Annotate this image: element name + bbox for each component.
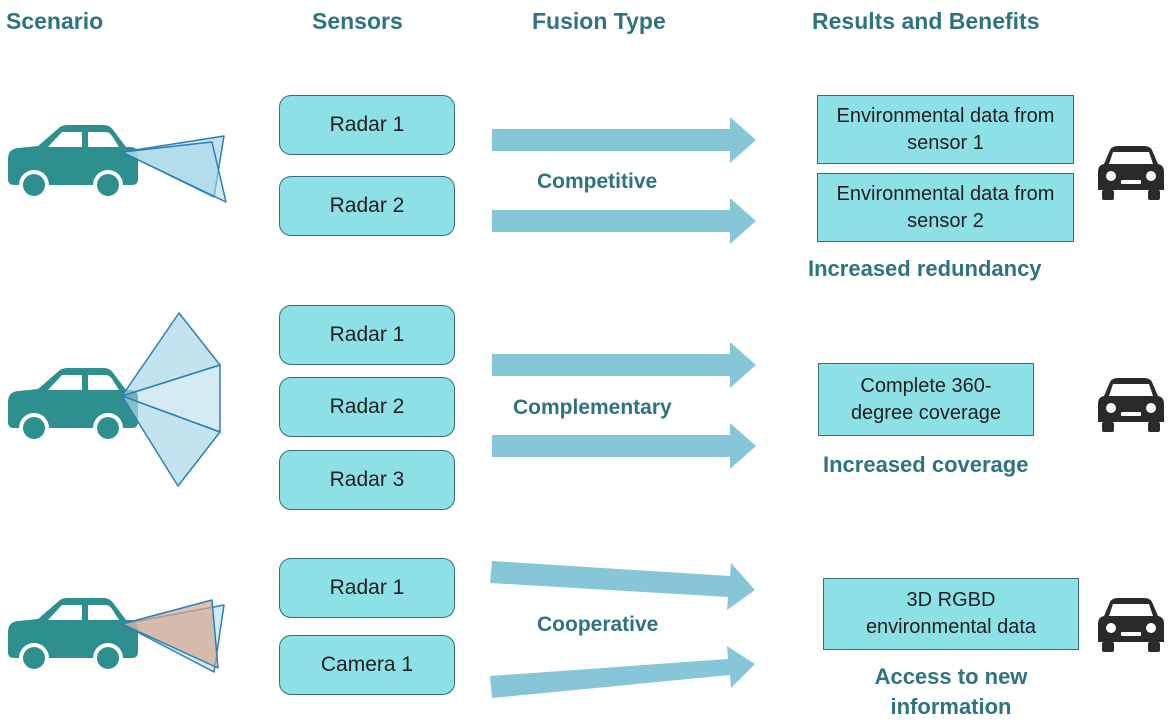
sensor-box-radar-3: Radar 3	[279, 450, 455, 510]
arrow-icon	[492, 198, 756, 244]
header-fusion-type: Fusion Type	[532, 8, 666, 34]
radar-beam-icon	[121, 135, 227, 203]
sensor-box-radar-1: Radar 1	[279, 558, 455, 618]
arrow-icon	[490, 646, 755, 698]
arrow-icon	[492, 423, 756, 469]
benefit-label: Access to new information	[874, 664, 1028, 719]
header-scenario: Scenario	[6, 8, 104, 34]
camera-beam-icon	[121, 599, 219, 669]
result-box: 3D RGBD environmental data	[823, 578, 1079, 650]
car-front-icon	[1098, 378, 1164, 432]
sensor-box-camera-1: Camera 1	[279, 635, 455, 695]
arrow-icon	[492, 117, 756, 163]
car-icon	[8, 598, 138, 673]
benefit-label: Increased redundancy	[808, 256, 1042, 281]
sensor-box-radar-2: Radar 2	[279, 176, 455, 236]
radar-beam-icon	[121, 312, 221, 487]
arrow-icon	[490, 561, 755, 610]
arrow-icon	[492, 342, 756, 388]
car-icon	[8, 125, 138, 200]
header-sensors: Sensors	[312, 8, 403, 34]
result-box: Complete 360-degree coverage	[818, 363, 1034, 436]
result-box: Environmental data from sensor 1	[817, 95, 1074, 164]
car-icon	[8, 368, 138, 443]
fusion-type-label: Cooperative	[537, 613, 659, 636]
sensor-box-radar-1: Radar 1	[279, 305, 455, 365]
benefit-label: Increased coverage	[823, 452, 1029, 477]
car-front-icon	[1098, 146, 1164, 200]
sensor-box-radar-1: Radar 1	[279, 95, 455, 155]
car-front-icon	[1098, 598, 1164, 652]
fusion-type-label: Complementary	[513, 396, 672, 419]
result-box: Environmental data from sensor 2	[817, 173, 1074, 242]
sensor-box-radar-2: Radar 2	[279, 377, 455, 437]
fusion-type-label: Competitive	[537, 170, 658, 193]
header-results-and-benefits: Results and Benefits	[812, 8, 1040, 34]
